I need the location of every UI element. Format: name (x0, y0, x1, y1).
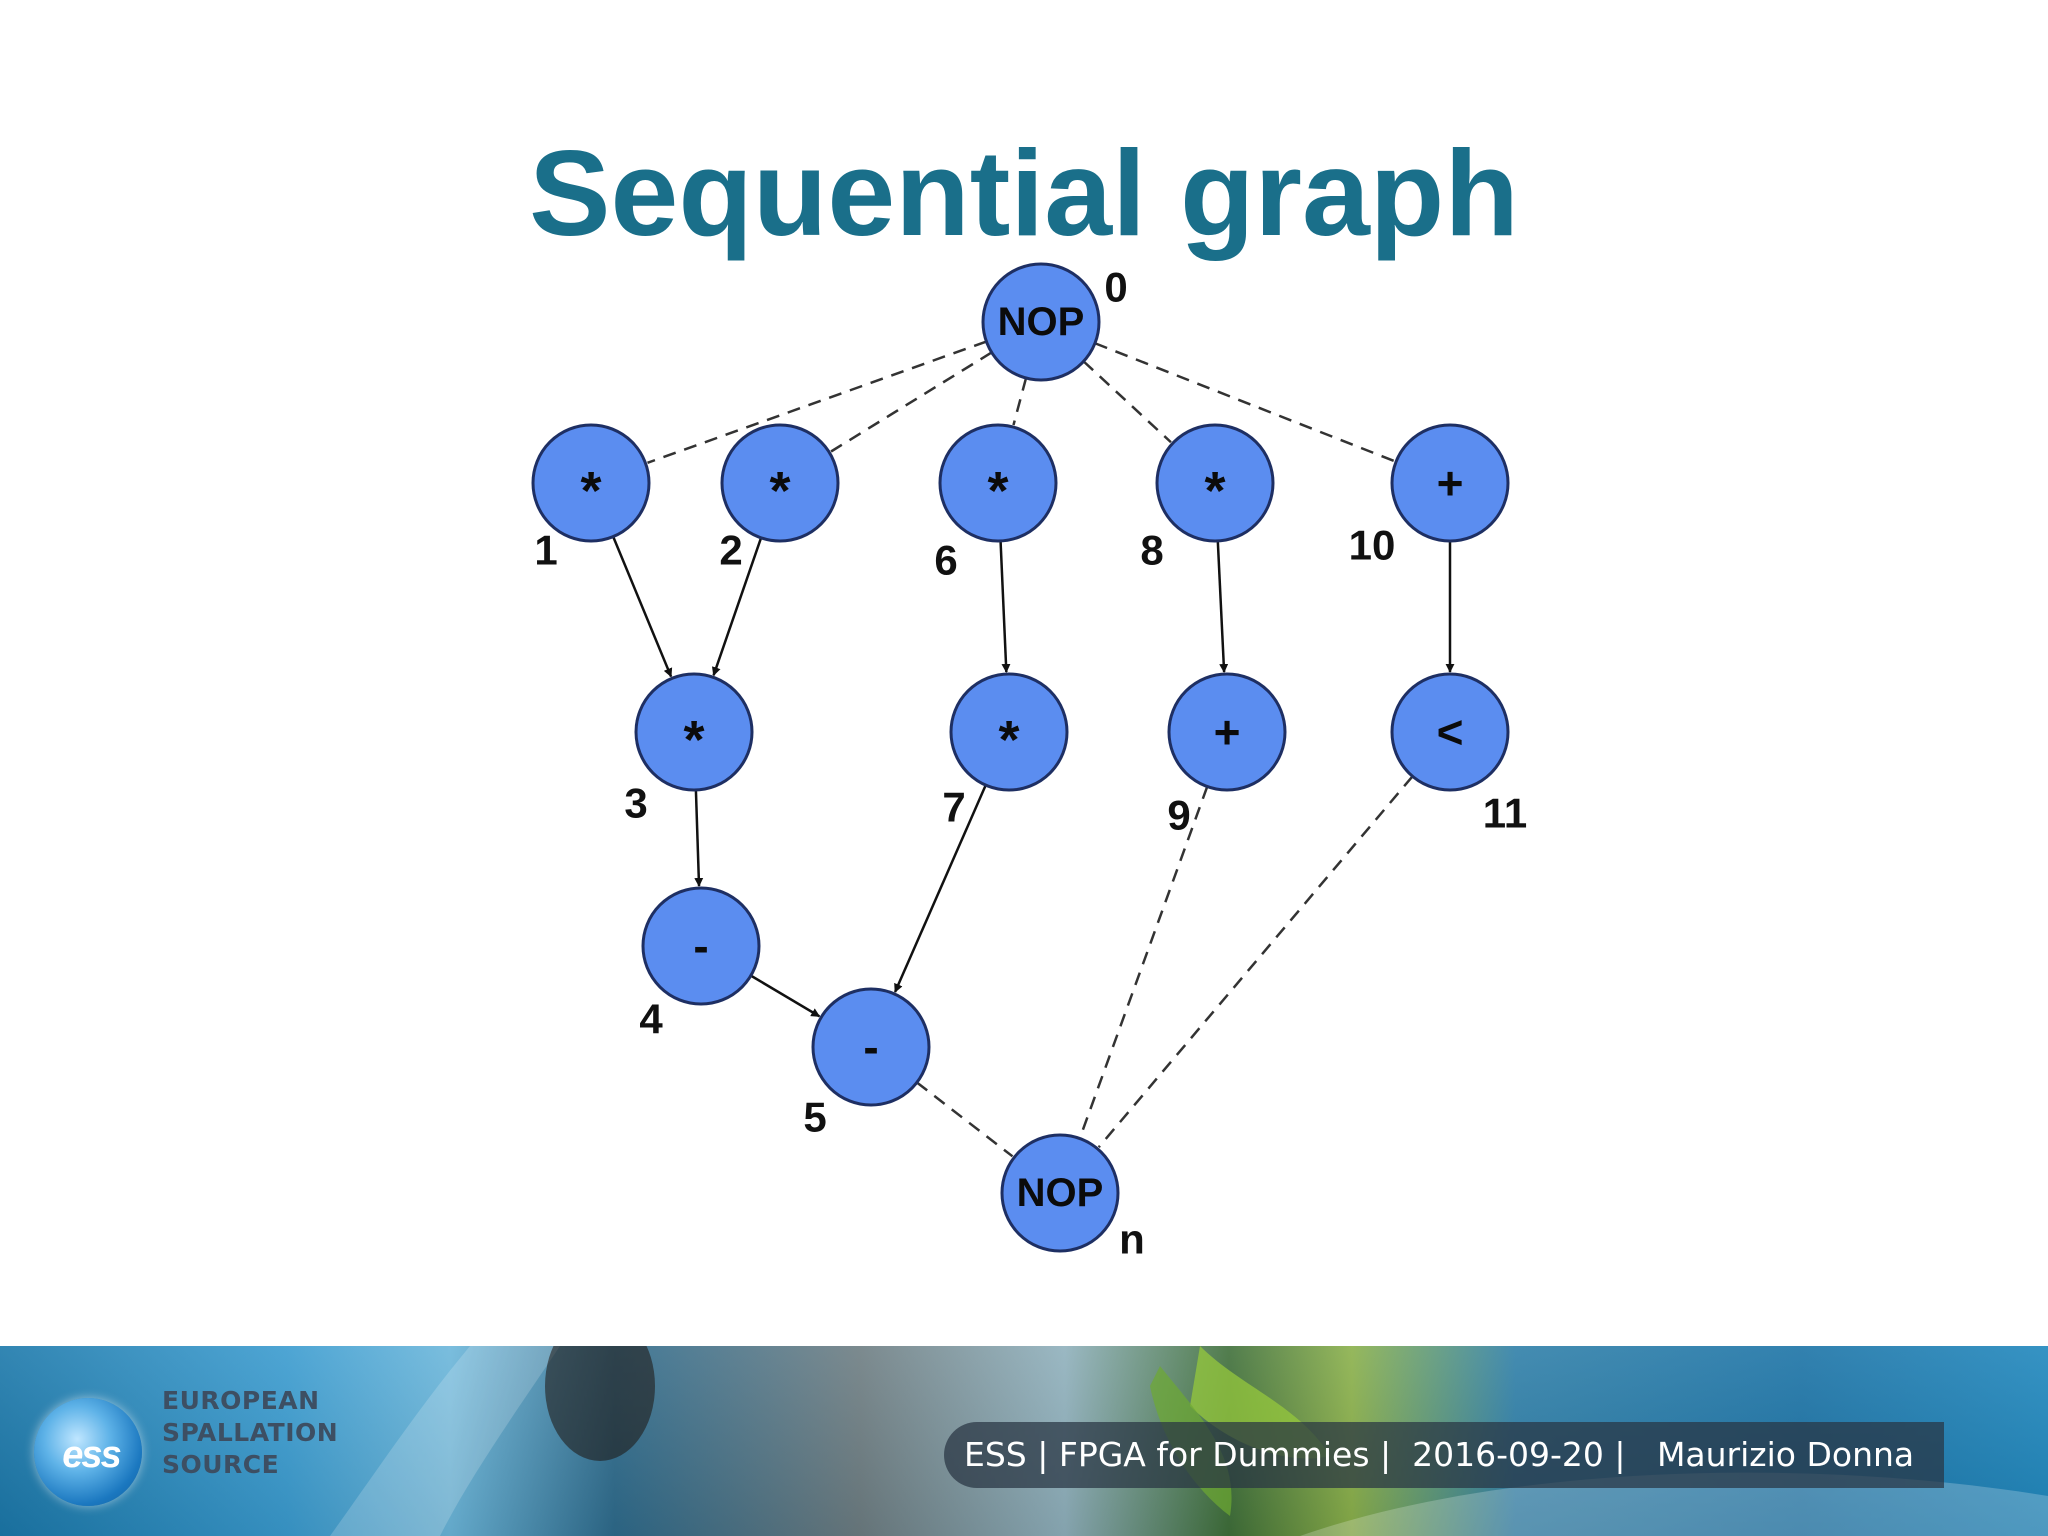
graph-node-n7: *7 (942, 672, 1069, 831)
node-circle (981, 262, 1101, 382)
node-operation-label: - (693, 920, 708, 972)
node-circle (949, 672, 1069, 792)
node-circle (720, 423, 840, 543)
node-circle (1000, 1133, 1120, 1253)
graph-node-n6: *6 (934, 423, 1058, 584)
node-number-label: 10 (1349, 522, 1396, 569)
graph-node-n4: -4 (639, 886, 761, 1043)
ess-logo-mark: ess (62, 1434, 121, 1476)
edge-n1-to-n3 (612, 536, 673, 678)
edge-n2-to-n3 (711, 537, 763, 677)
node-operation-label: - (863, 1021, 878, 1073)
edge-source-to-n2 (830, 351, 993, 453)
microscope-eyepiece-shape (545, 1346, 655, 1461)
node-operation-label: NOP (998, 300, 1085, 344)
graph-node-n1: *1 (531, 423, 651, 574)
node-operation-label: * (998, 710, 1019, 770)
node-number-label: 1 (534, 527, 557, 574)
footer-caption-bar (944, 1422, 1944, 1488)
wave-shape (1300, 1472, 2048, 1536)
edge-source-to-n6 (1012, 377, 1028, 426)
node-circle (1167, 672, 1287, 792)
edge-n4-to-n5 (750, 974, 821, 1018)
node-operation-label: * (987, 461, 1008, 521)
node-operation-label: * (769, 461, 790, 521)
graph-node-sink: NOP n (1000, 1133, 1145, 1263)
node-number-label: 3 (624, 780, 647, 827)
edges-layer (612, 340, 1455, 1158)
node-number-label: 0 (1104, 264, 1127, 311)
ess-logo-icon (34, 1398, 142, 1506)
graph-node-n11: <11 (1390, 672, 1527, 837)
node-circle (641, 886, 761, 1006)
node-operation-label: NOP (1017, 1171, 1104, 1215)
node-number-label: 5 (803, 1094, 826, 1141)
node-operation-label: * (1204, 461, 1225, 521)
node-operation-label: * (580, 461, 601, 521)
node-circle (811, 987, 931, 1107)
footer-caption: ESS | FPGA for Dummies | 2016-09-20 | Ma… (964, 1435, 1915, 1474)
graph-node-n8: *8 (1140, 423, 1275, 574)
edge-n7-to-n5 (893, 784, 987, 993)
edge-n9-to-sink (1079, 786, 1209, 1138)
node-circle (1155, 423, 1275, 543)
slide-title: Sequential graph (529, 125, 1519, 261)
node-number-label: 2 (719, 527, 742, 574)
light-beam-shape (330, 1346, 560, 1536)
edge-source-to-n8 (1082, 360, 1172, 444)
node-number-label: 9 (1167, 792, 1190, 839)
edge-n3-to-n4 (694, 789, 704, 887)
node-number-label: 11 (1483, 790, 1527, 837)
edge-n6-to-n7 (999, 540, 1011, 673)
logo-text-line-3: SOURCE (162, 1450, 280, 1479)
node-number-label: 4 (639, 996, 663, 1043)
logo-text-line-2: SPALLATION (162, 1418, 339, 1447)
node-number-label: n (1119, 1216, 1145, 1263)
graph-node-n9: +9 (1167, 672, 1287, 839)
node-number-label: 8 (1140, 527, 1163, 574)
node-operation-label: + (1437, 457, 1464, 509)
node-circle (1390, 423, 1510, 543)
graph-node-n2: *2 (719, 423, 840, 574)
edge-source-to-n10 (1094, 342, 1395, 463)
node-number-label: 7 (942, 784, 965, 831)
edge-n11-to-sink (1097, 775, 1414, 1149)
edge-n8-to-n9 (1216, 540, 1229, 673)
graph-node-source: NOP 0 (981, 262, 1128, 382)
node-circle (634, 672, 754, 792)
node-operation-label: + (1214, 706, 1241, 758)
node-circle (938, 423, 1058, 543)
graph-node-n5: -5 (803, 987, 931, 1141)
edge-source-to-n1 (647, 340, 987, 464)
node-number-label: 6 (934, 537, 957, 584)
node-circle (531, 423, 651, 543)
node-operation-label: * (683, 710, 704, 770)
logo-text-line-1: EUROPEAN (162, 1386, 320, 1415)
graph-node-n10: +10 (1349, 423, 1510, 569)
node-operation-label: < (1437, 706, 1464, 758)
node-circle (1390, 672, 1510, 792)
edge-n5-to-sink (916, 1081, 1014, 1158)
graph-node-n3: *3 (624, 672, 754, 827)
